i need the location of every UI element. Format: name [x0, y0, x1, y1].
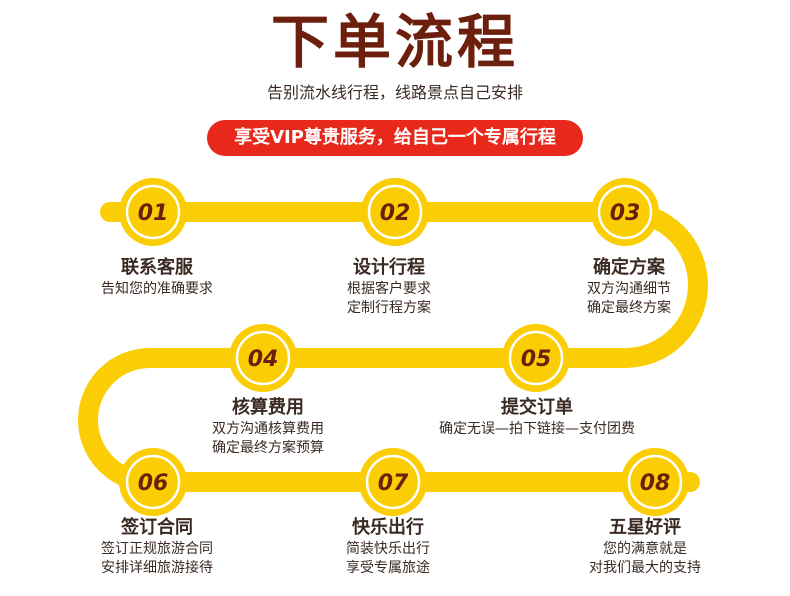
page-subtitle: 告别流水线行程，线路景点自己安排 — [266, 83, 523, 102]
step-badge-07: 07 — [359, 448, 427, 516]
step-number: 07 — [378, 471, 409, 496]
badge-inner-ring — [508, 330, 564, 386]
badge-inner-ring — [627, 454, 683, 510]
step-badge-05: 05 — [502, 324, 570, 392]
step-badge-02: 02 — [361, 178, 429, 246]
badge-inner-ring — [367, 184, 423, 240]
step-name: 设计行程 — [353, 257, 425, 278]
step-name: 提交订单 — [501, 397, 573, 418]
step-description: 根据客户要求 — [347, 281, 431, 297]
snake-path — [78, 202, 708, 492]
step-number: 08 — [640, 471, 671, 496]
page-title: 下单流程 — [270, 8, 519, 76]
step-description: 确定最终方案预算 — [212, 440, 324, 456]
step-label-06: 签订合同签订正规旅游合同安排详细旅游接待 — [57, 516, 257, 578]
step-label-08: 五星好评您的满意就是对我们最大的支持 — [545, 516, 745, 578]
step-description: 简装快乐出行 — [346, 541, 430, 557]
step-number: 04 — [248, 347, 279, 372]
step-name: 签订合同 — [121, 517, 193, 538]
step-badge-01: 01 — [119, 178, 187, 246]
step-name: 快乐出行 — [352, 517, 424, 538]
step-description: 您的满意就是 — [603, 541, 687, 557]
step-description: 享受专属旅途 — [346, 560, 430, 576]
step-number: 01 — [138, 201, 169, 226]
step-name: 五星好评 — [609, 517, 681, 538]
vip-banner: 享受VIP尊贵服务，给自己一个专属行程 — [207, 120, 583, 156]
step-name: 核算费用 — [232, 397, 304, 418]
badge-inner-ring — [365, 454, 421, 510]
step-name: 联系客服 — [121, 257, 193, 278]
step-description: 对我们最大的支持 — [589, 560, 701, 576]
step-badge-08: 08 — [621, 448, 689, 516]
step-label-02: 设计行程根据客户要求定制行程方案 — [289, 256, 489, 318]
step-number: 03 — [610, 201, 641, 226]
step-label-07: 快乐出行简装快乐出行享受专属旅途 — [288, 516, 488, 578]
step-description: 双方沟通核算费用 — [212, 421, 324, 437]
step-label-04: 核算费用双方沟通核算费用确定最终方案预算 — [168, 396, 368, 458]
badge-inner-ring — [125, 454, 181, 510]
step-label-03: 确定方案双方沟通细节确定最终方案 — [529, 256, 729, 318]
step-description: 定制行程方案 — [347, 300, 431, 316]
step-number: 05 — [521, 347, 552, 372]
step-badge-03: 03 — [591, 178, 659, 246]
badge-inner-ring — [235, 330, 291, 386]
step-description: 安排详细旅游接待 — [101, 560, 213, 576]
step-name: 确定方案 — [593, 257, 665, 278]
step-description: 确定最终方案 — [587, 300, 671, 316]
badge-inner-ring — [125, 184, 181, 240]
badge-inner-ring — [597, 184, 653, 240]
step-number: 02 — [380, 201, 411, 226]
step-label-05: 提交订单确定无误—拍下链接—支付团费 — [437, 396, 637, 439]
step-description: 告知您的准确要求 — [101, 281, 213, 297]
step-badge-04: 04 — [229, 324, 297, 392]
step-badge-06: 06 — [119, 448, 187, 516]
step-description: 确定无误—拍下链接—支付团费 — [439, 421, 635, 437]
step-description: 签订正规旅游合同 — [101, 541, 213, 557]
step-number: 06 — [138, 471, 169, 496]
step-label-01: 联系客服告知您的准确要求 — [57, 256, 257, 299]
step-description: 双方沟通细节 — [587, 281, 671, 297]
